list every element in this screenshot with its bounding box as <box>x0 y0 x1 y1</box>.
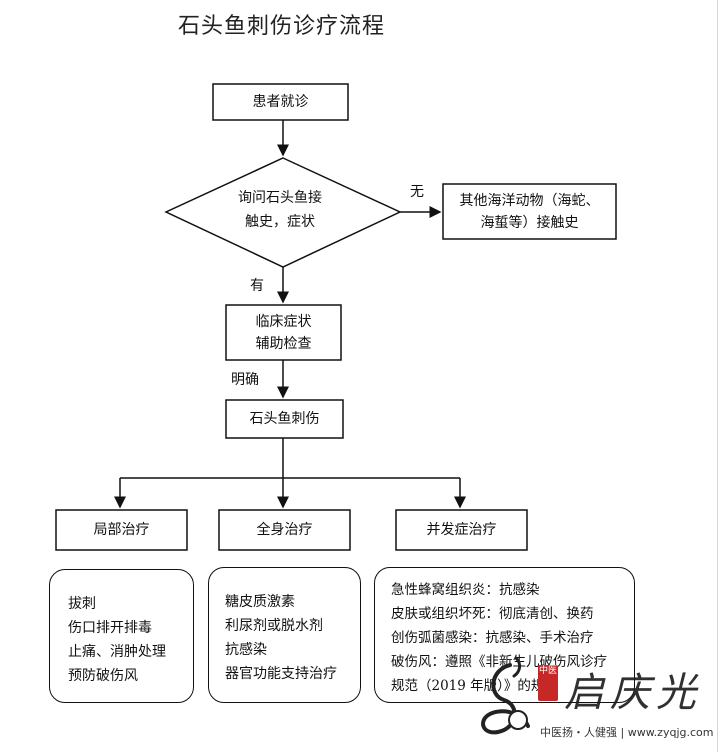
local-detail-item: 预防破伤风 <box>68 668 138 684</box>
systemic-label: 全身治疗 <box>256 522 313 538</box>
start-label: 患者就诊 <box>252 94 309 110</box>
complication-label: 并发症治疗 <box>426 522 497 538</box>
edge-label-yes: 有 <box>250 278 264 294</box>
complication-node: 并发症治疗 <box>396 510 527 550</box>
local-detail-item: 止痛、消肿处理 <box>68 644 166 660</box>
watermark-doodle-icon <box>481 656 530 735</box>
clinical-node: 临床症状 辅助检查 <box>226 305 341 360</box>
clinical-box <box>225 304 342 361</box>
watermark-name: 启庆光 <box>564 670 702 716</box>
complication-detail-item: 急性蜂窝组织炎：抗感染 <box>391 582 540 598</box>
clinical-line1: 临床症状 <box>255 313 312 330</box>
page-title: 石头鱼刺伤诊疗流程 <box>178 14 386 39</box>
complication-detail-box: 急性蜂窝组织炎：抗感染 皮肤或组织坏死：彻底清创、换药 创伤弧菌感染：抗感染、手… <box>374 567 635 703</box>
other-contact-box <box>442 183 617 240</box>
local-box <box>55 509 188 551</box>
complication-detail-item: 创伤弧菌感染：抗感染、手术治疗 <box>391 630 594 646</box>
page-edge <box>717 0 718 752</box>
local-detail-item: 拔刺 <box>68 596 96 612</box>
systemic-detail-item: 器官功能支持治疗 <box>225 666 337 682</box>
diagnosis-box <box>225 399 344 439</box>
local-node: 局部治疗 <box>56 510 187 550</box>
other-contact-line1: 其他海洋动物（海蛇、 <box>459 192 600 209</box>
other-contact-line2: 海蜇等）接触史 <box>480 214 579 231</box>
edge-label-confirmed: 明确 <box>231 372 259 388</box>
local-detail-item: 伤口排开排毒 <box>68 620 152 636</box>
inquiry-node: 询问石头鱼接 触史，症状 <box>190 186 370 234</box>
diagnosis-label: 石头鱼刺伤 <box>249 411 320 427</box>
systemic-node: 全身治疗 <box>219 510 350 550</box>
edge-label-no: 无 <box>410 184 424 200</box>
complication-box <box>395 509 528 551</box>
other-contact-node: 其他海洋动物（海蛇、 海蜇等）接触史 <box>443 184 616 239</box>
start-box <box>212 83 349 121</box>
watermark-seal: 中医 <box>538 665 558 701</box>
watermark-tagline: 中医扬・人健强 | www.zyqjg.com <box>540 726 714 739</box>
systemic-detail-box: 糖皮质激素 利尿剂或脱水剂 抗感染 器官功能支持治疗 <box>208 567 361 703</box>
systemic-detail-item: 抗感染 <box>225 642 267 658</box>
local-label: 局部治疗 <box>93 522 150 538</box>
complication-detail-item: 皮肤或组织坏死：彻底清创、换药 <box>391 606 594 622</box>
systemic-box <box>218 509 351 551</box>
local-detail-box: 拔刺 伤口排开排毒 止痛、消肿处理 预防破伤风 <box>49 569 194 703</box>
watermark: 中医 启庆光 中医扬・人健强 | www.zyqjg.com <box>470 650 718 750</box>
complication-detail-item: 规范（2019 年版）》的规 <box>391 678 545 694</box>
inquiry-label-line1: 询问石头鱼接 <box>238 190 322 206</box>
systemic-detail-item: 利尿剂或脱水剂 <box>225 618 323 634</box>
start-node: 患者就诊 <box>213 84 348 120</box>
clinical-line2: 辅助检查 <box>255 335 312 352</box>
inquiry-label-line2: 触史，症状 <box>245 214 315 230</box>
systemic-detail-item: 糖皮质激素 <box>225 594 295 610</box>
diagnosis-node: 石头鱼刺伤 <box>226 400 343 438</box>
